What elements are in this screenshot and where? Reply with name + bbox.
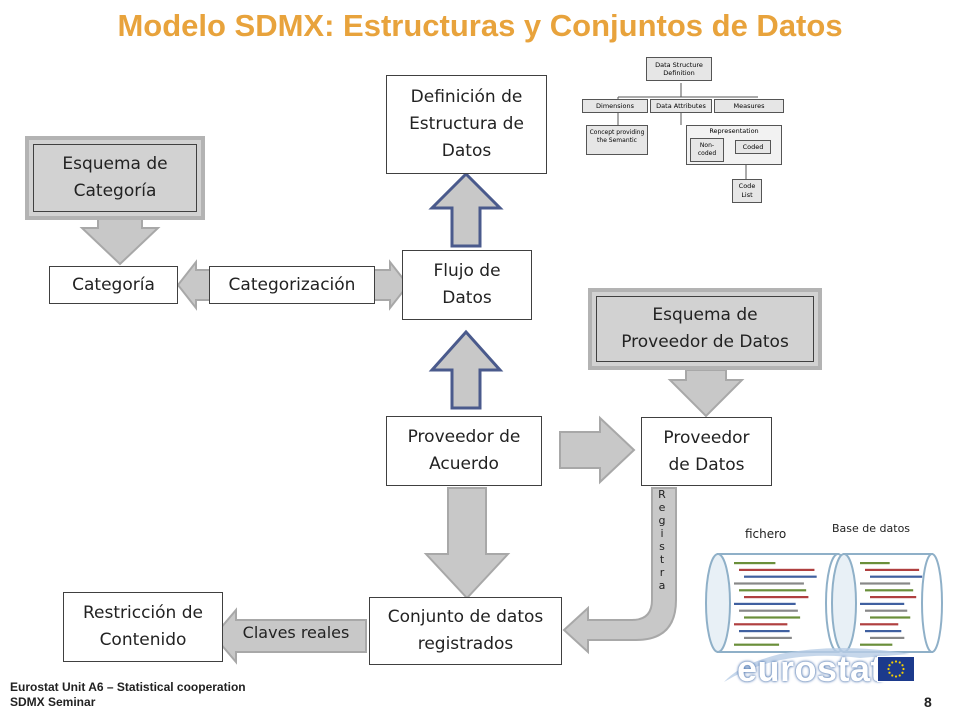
- eu-stars: [887, 660, 905, 678]
- arrow-agreement-to-flow: [428, 329, 504, 410]
- xml-line: [744, 596, 809, 599]
- xml-line: [739, 630, 790, 633]
- xml-line: [739, 609, 798, 612]
- eu-star: [888, 664, 891, 667]
- registers-letter: s: [659, 540, 665, 553]
- page-number: 8: [924, 694, 932, 710]
- xml-line: [734, 643, 780, 646]
- footer-line-2: SDMX Seminar: [10, 695, 96, 709]
- mini-measures: Measures: [714, 99, 784, 113]
- footer-line-1: Eurostat Unit A6 – Statistical cooperati…: [10, 680, 246, 694]
- xml-line: [744, 636, 792, 639]
- mini-attributes: Data Attributes: [650, 99, 712, 113]
- arrow-providerscheme-to-provider: [667, 369, 745, 418]
- xml-content-lines: [734, 562, 923, 646]
- xml-line: [870, 596, 917, 599]
- xml-line: [870, 636, 905, 639]
- xml-line: [734, 623, 788, 626]
- eu-star: [898, 661, 901, 664]
- xml-line: [860, 602, 905, 605]
- arrow-flow-to-dsd: [428, 171, 504, 248]
- xml-line: [734, 562, 776, 565]
- xml-line: [734, 602, 796, 605]
- eu-star: [888, 671, 891, 674]
- xml-line: [860, 582, 911, 585]
- database-label: Base de datos: [832, 522, 911, 535]
- xml-line: [734, 582, 804, 585]
- mini-code-list: Code List: [732, 179, 762, 203]
- mini-dimensions: Dimensions: [582, 99, 648, 113]
- page-title: Modelo SDMX: Estructuras y Conjuntos de …: [117, 8, 843, 43]
- file-label: fichero: [745, 527, 787, 541]
- arrow-catscheme-to-category: [79, 214, 161, 266]
- provider-scheme-label: Esquema de Proveedor de Datos: [596, 296, 814, 362]
- arrow-registers: [562, 487, 677, 655]
- content-constraint-box: Restricción de Contenido: [63, 592, 223, 662]
- registers-letter: g: [658, 514, 666, 527]
- dataflow-box: Flujo de Datos: [402, 250, 532, 320]
- registers-letter: a: [658, 579, 666, 592]
- arrow-agreement-to-provider: [559, 415, 636, 485]
- xml-line: [744, 575, 817, 578]
- eurostat-swoosh: [724, 648, 910, 682]
- xml-line: [865, 630, 902, 633]
- eu-star: [901, 671, 904, 674]
- actual-keys-label: Claves reales: [242, 623, 350, 642]
- mini-root: Data Structure Definition: [646, 57, 712, 81]
- dsd-mini-diagram: Data Structure Definition Dimensions Dat…: [578, 55, 788, 207]
- eu-star: [894, 675, 898, 678]
- eu-star: [887, 667, 890, 671]
- category-box: Categoría: [49, 266, 178, 304]
- registers-letter: r: [659, 566, 665, 579]
- category-scheme-box: Esquema de Categoría: [25, 136, 205, 220]
- mini-coded: Coded: [735, 140, 771, 154]
- xml-line: [870, 575, 923, 578]
- xml-line: [865, 609, 908, 612]
- eu-star: [902, 667, 905, 671]
- categorisation-box: Categorización: [209, 266, 375, 304]
- mini-representation: Representation: [709, 127, 759, 135]
- eu-star: [898, 674, 901, 677]
- xml-line: [860, 623, 899, 626]
- mini-concept: Concept providing the Semantic: [586, 125, 648, 155]
- xml-line: [744, 616, 801, 619]
- xml-line: [739, 568, 815, 571]
- dsd-box: Definición de Estructura de Datos: [386, 75, 547, 174]
- xml-line: [865, 568, 920, 571]
- xml-line: [870, 616, 911, 619]
- provision-agreement-box: Proveedor de Acuerdo: [386, 416, 542, 486]
- registers-letter: R: [658, 488, 666, 501]
- eu-star: [901, 664, 904, 667]
- xml-line: [860, 643, 893, 646]
- mini-representation-group: Representation Non-coded Coded: [686, 125, 782, 165]
- footer: Eurostat Unit A6 – Statistical cooperati…: [10, 680, 246, 710]
- mini-diagram-connectors: [617, 83, 758, 179]
- eu-star: [891, 661, 894, 664]
- eu-star: [891, 674, 894, 677]
- registered-datasets-box: Conjunto de datos registrados: [369, 597, 562, 665]
- storage-illustration: [705, 553, 943, 653]
- arrow-actual-keys: [212, 607, 367, 665]
- registers-letter: e: [658, 501, 666, 514]
- mini-non-coded: Non-coded: [690, 138, 724, 162]
- registers-letter: i: [660, 527, 664, 540]
- xml-line: [739, 589, 807, 592]
- xml-line: [860, 562, 890, 565]
- provider-scheme-box: Esquema de Proveedor de Datos: [588, 288, 822, 370]
- registers-letter: t: [659, 553, 665, 566]
- category-scheme-label: Esquema de Categoría: [33, 144, 197, 212]
- data-provider-box: Proveedor de Datos: [641, 417, 772, 486]
- eu-flag-icon: [877, 656, 915, 682]
- xml-line: [865, 589, 914, 592]
- eurostat-logo-text: eurostat: [737, 648, 884, 689]
- eu-star: [894, 660, 898, 663]
- arrow-agreement-to-dataset: [423, 487, 511, 600]
